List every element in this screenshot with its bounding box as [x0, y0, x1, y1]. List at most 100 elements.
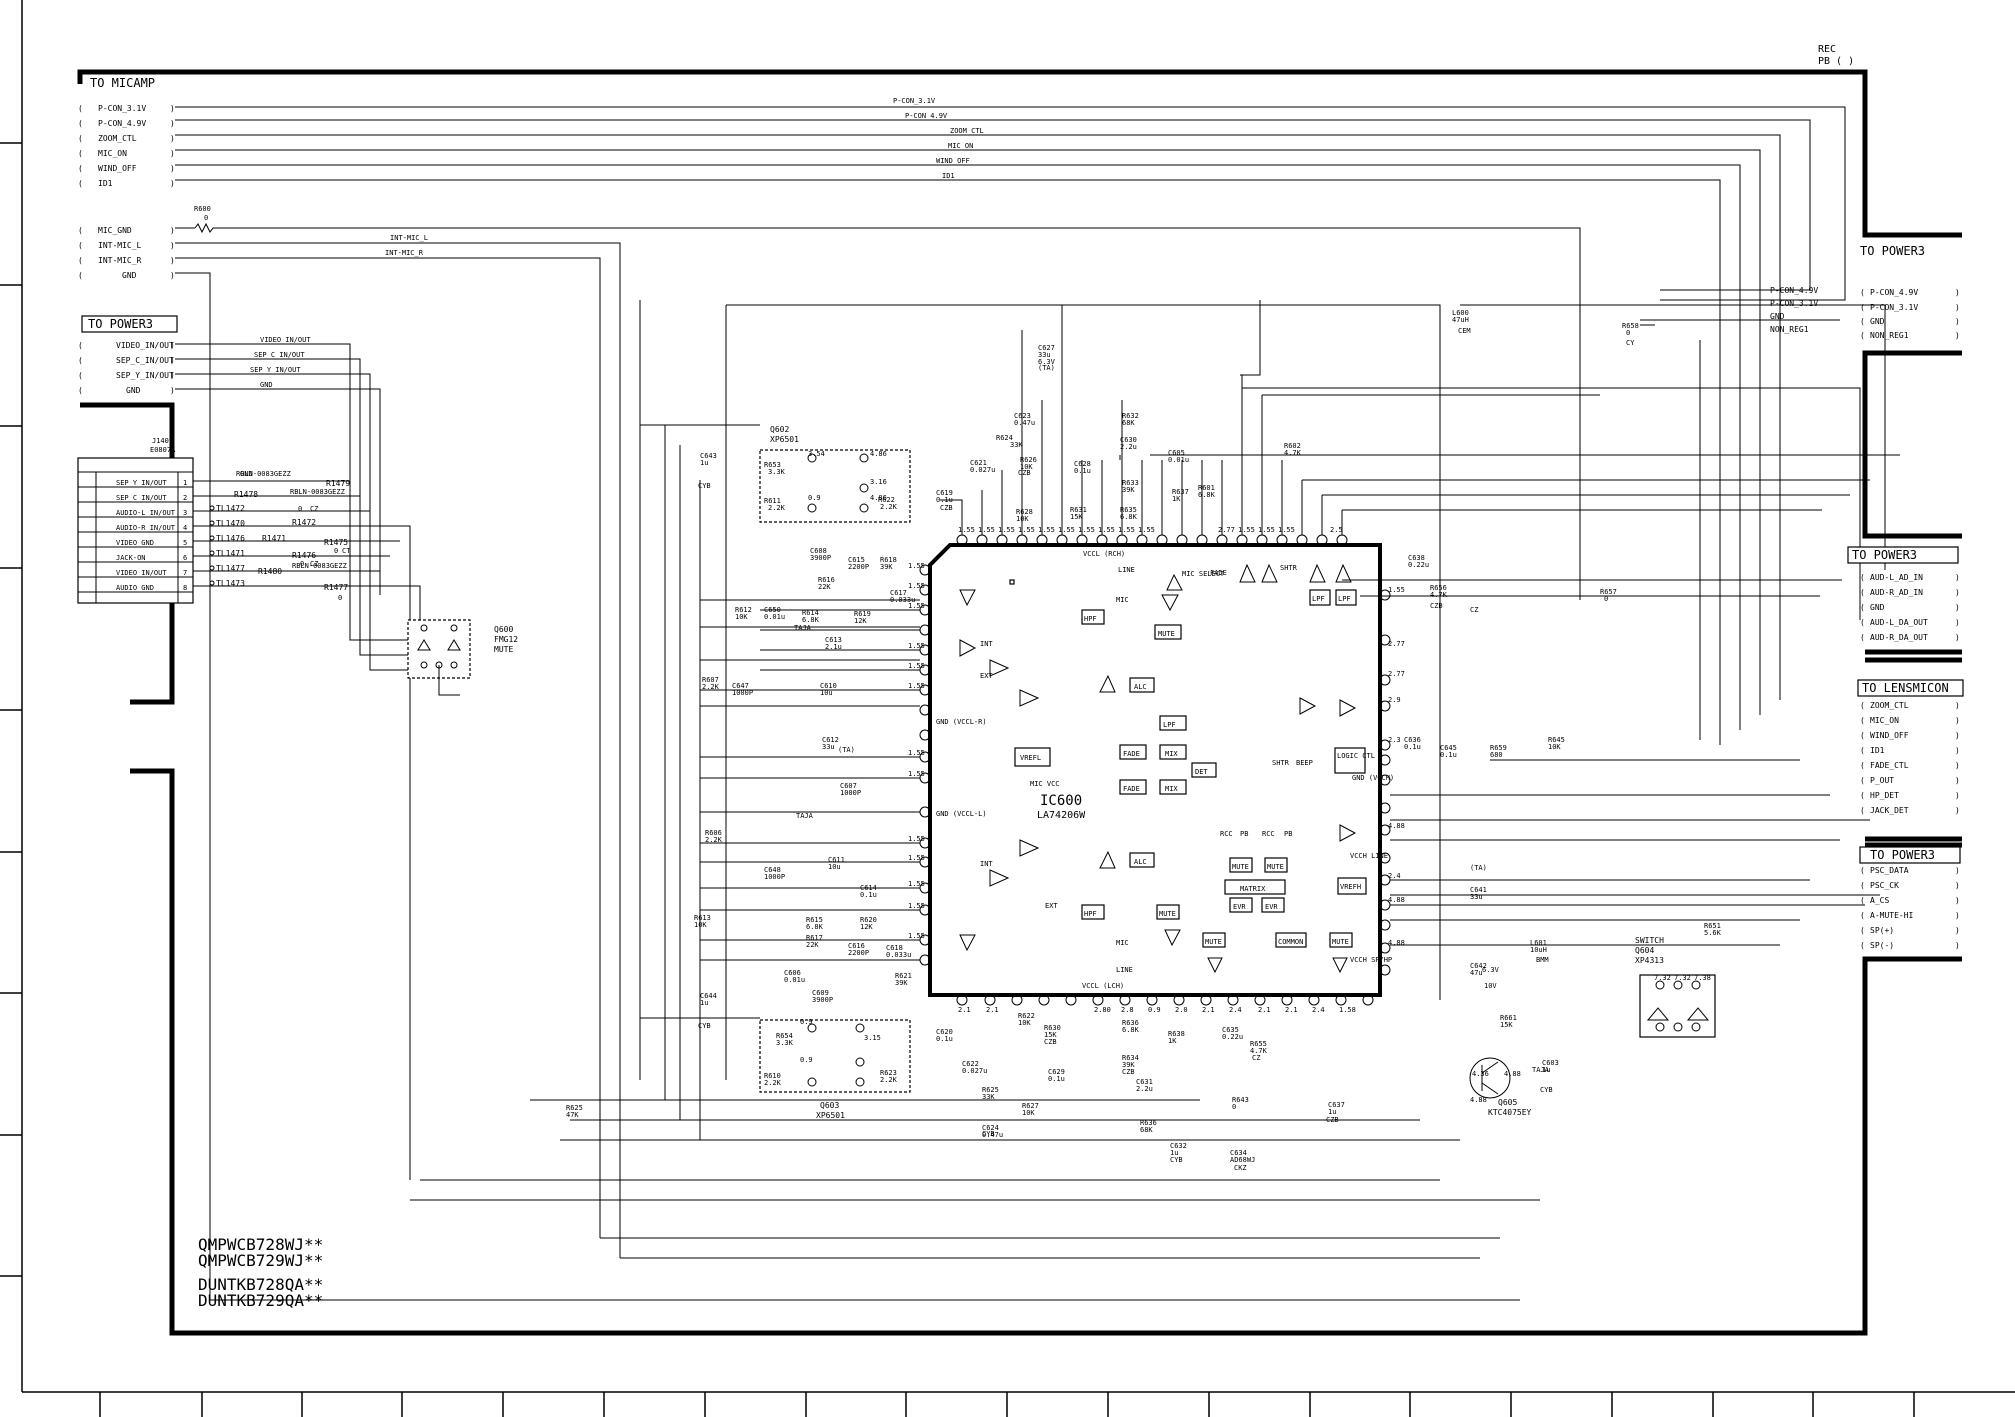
svg-text:(: ( — [1860, 603, 1865, 612]
test-point: TL1473 — [216, 579, 245, 588]
svg-text:(: ( — [78, 371, 83, 380]
svg-text:LOGIC CTL: LOGIC CTL — [1337, 752, 1375, 760]
jack-resistor-ref: R1477 — [324, 583, 348, 592]
svg-text:(: ( — [1860, 776, 1865, 785]
svg-text:): ) — [170, 341, 175, 350]
svg-text:): ) — [1955, 331, 1960, 340]
svg-text:2.1: 2.1 — [958, 1006, 971, 1014]
svg-text:10K: 10K — [1016, 515, 1029, 523]
svg-text:MIC_ON: MIC_ON — [1870, 716, 1899, 725]
svg-text:MUTE: MUTE — [1232, 863, 1249, 871]
svg-text:(: ( — [1860, 866, 1865, 875]
svg-text:R653: R653 — [764, 461, 781, 469]
svg-text:C632: C632 — [1170, 1142, 1187, 1150]
board-outline — [77, 69, 1962, 1336]
jack-resistor-ref: R1472 — [292, 518, 316, 527]
part-tags: CYB CYB CZB CZB (TA) 6.3V CZB CZ CEM CY … — [698, 327, 1635, 1172]
lensmicon-connector: TO LENSMICON (ZOOM_CTL) (MIC_ON) (WIND_O… — [1857, 679, 1964, 815]
svg-text:1u: 1u — [1542, 1066, 1550, 1074]
svg-text:AUD-L_AD_IN: AUD-L_AD_IN — [1870, 573, 1923, 582]
svg-text:12K: 12K — [854, 617, 867, 625]
svg-text:C612: C612 — [822, 736, 839, 744]
svg-text:): ) — [1955, 896, 1960, 905]
svg-text:2200P: 2200P — [848, 563, 869, 571]
svg-text:PSC_CK: PSC_CK — [1870, 881, 1899, 890]
svg-text:0.1u: 0.1u — [936, 496, 953, 504]
svg-text:GND: GND — [240, 470, 253, 478]
pb-label: PB ( ) — [1818, 56, 1854, 67]
svg-text:(: ( — [1860, 881, 1865, 890]
svg-text:C620: C620 — [936, 1028, 953, 1036]
svg-text:C611: C611 — [828, 856, 845, 864]
svg-text:0: 0 — [1604, 595, 1608, 603]
svg-text:HPF: HPF — [1084, 615, 1097, 623]
svg-text:EXT: EXT — [1045, 902, 1058, 910]
svg-text:(: ( — [78, 341, 83, 350]
svg-text:R637: R637 — [1172, 488, 1189, 496]
svg-text:R618: R618 — [880, 556, 897, 564]
micamp-connector: TO MICAMP (P-CON_3.1V) (P-CON_4.9V) (ZOO… — [78, 76, 175, 280]
svg-text:1.55: 1.55 — [1118, 526, 1135, 534]
micamp-pin: MIC_ON — [98, 149, 127, 158]
svg-text:2.8: 2.8 — [1121, 1006, 1134, 1014]
svg-text:P-CON_4.9V: P-CON_4.9V — [1870, 288, 1918, 297]
svg-text:): ) — [1955, 926, 1960, 935]
svg-text:(: ( — [78, 134, 83, 143]
svg-text:2.1u: 2.1u — [825, 643, 842, 651]
svg-text:(: ( — [1860, 896, 1865, 905]
svg-text:(: ( — [78, 104, 83, 113]
svg-text:2.4: 2.4 — [1229, 1006, 1242, 1014]
svg-text:C644: C644 — [700, 992, 717, 1000]
svg-text:22K: 22K — [818, 583, 831, 591]
svg-text:6.8K: 6.8K — [802, 616, 820, 624]
svg-text:): ) — [1955, 731, 1960, 740]
power3-left-pin: VIDEO_IN/OUT — [116, 341, 174, 350]
svg-text:FADE: FADE — [1210, 569, 1227, 577]
svg-text:R614: R614 — [802, 609, 819, 617]
svg-text:2.0: 2.0 — [1175, 1006, 1188, 1014]
svg-text:): ) — [1955, 716, 1960, 725]
svg-text:3.3K: 3.3K — [768, 468, 786, 476]
svg-text:C615: C615 — [848, 556, 865, 564]
test-point: TL1470 — [216, 519, 245, 528]
svg-text:0: 0 — [298, 505, 302, 513]
power3-upper-connector: TO POWER3 P-CON_4.9V P-CON_3.1V GND NON_… — [1770, 244, 1960, 340]
svg-text:2.3: 2.3 — [1388, 736, 1401, 744]
svg-text:(: ( — [1860, 288, 1865, 297]
net-label: INT-MIC_L — [390, 234, 428, 242]
svg-text:R602: R602 — [1284, 442, 1301, 450]
svg-text:5: 5 — [183, 539, 187, 547]
power3-left-pin: SEP_C_IN/OUT — [116, 356, 174, 365]
svg-text:15K: 15K — [1070, 513, 1083, 521]
svg-text:0.1u: 0.1u — [1404, 743, 1421, 751]
svg-text:1000P: 1000P — [840, 789, 861, 797]
svg-text:6.8K: 6.8K — [1198, 491, 1216, 499]
svg-text:2200P: 2200P — [848, 949, 869, 957]
svg-text:R615: R615 — [806, 916, 823, 924]
svg-text:680: 680 — [1490, 751, 1503, 759]
svg-text:DET: DET — [1195, 768, 1208, 776]
part-number-4: DUNTKB729QA** — [198, 1291, 323, 1310]
svg-text:MIX: MIX — [1165, 785, 1178, 793]
svg-text:1.55: 1.55 — [1388, 586, 1405, 594]
svg-text:C606: C606 — [784, 969, 801, 977]
svg-text:R655: R655 — [1250, 1040, 1267, 1048]
test-point: TL1477 — [216, 564, 245, 573]
svg-text:R658: R658 — [1622, 322, 1639, 330]
svg-text:0.01u: 0.01u — [784, 976, 805, 984]
jack-resistor-ref: R1480 — [258, 567, 282, 576]
svg-text:R638: R638 — [1168, 1030, 1185, 1038]
svg-text:EVR: EVR — [1233, 903, 1246, 911]
svg-text:AUD-R_AD_IN: AUD-R_AD_IN — [1870, 588, 1923, 597]
svg-text:): ) — [1955, 776, 1960, 785]
svg-text:1.55: 1.55 — [908, 932, 925, 940]
svg-text:7: 7 — [183, 569, 187, 577]
test-point: TL1476 — [216, 534, 245, 543]
test-point: TL1471 — [216, 549, 245, 558]
svg-text:1.55: 1.55 — [1278, 526, 1295, 534]
lensmicon-title: TO LENSMICON — [1862, 681, 1949, 695]
svg-text:6.8K: 6.8K — [806, 923, 824, 931]
svg-text:C621: C621 — [970, 459, 987, 467]
